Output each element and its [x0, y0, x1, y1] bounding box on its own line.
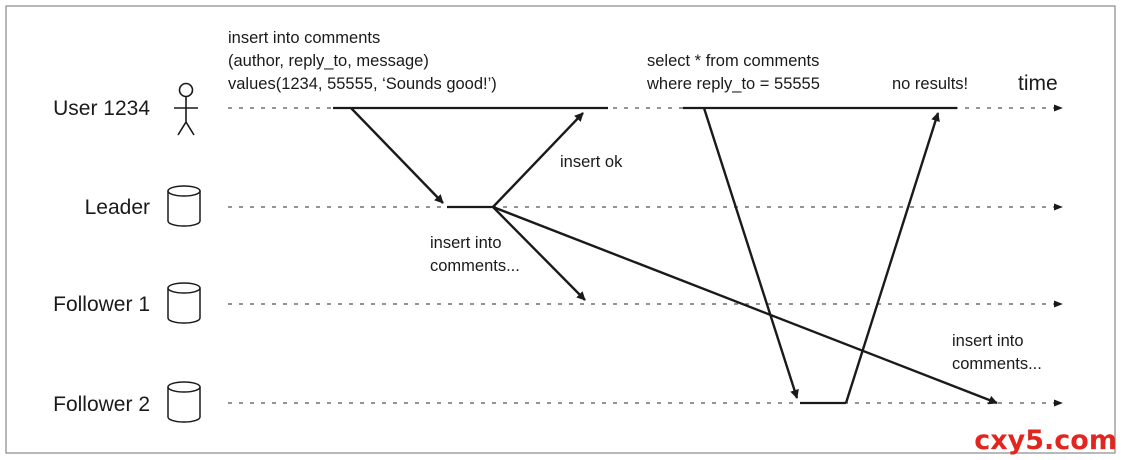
no-results-label: no results! — [892, 75, 968, 93]
read-response-arrow — [844, 112, 940, 404]
follower-2-database-icon — [167, 381, 201, 423]
insert-query-line: insert into comments — [228, 29, 380, 47]
replicate-follower-1-label: insert into comments... — [430, 234, 520, 275]
replicate-label-line: insert into — [430, 234, 502, 252]
person-icon — [174, 82, 198, 136]
read-request-arrow — [702, 107, 799, 399]
insert-query-text: insert into comments (author, reply_to, … — [228, 29, 497, 93]
watermark-text: cxy5.com — [974, 425, 1117, 456]
lane-label-user: User 1234 — [53, 97, 150, 120]
leader-database-icon — [167, 185, 201, 227]
replicate-follower-2-arrow — [492, 205, 998, 405]
time-axis-label: time — [1018, 72, 1058, 95]
select-query-text: select * from comments where reply_to = … — [646, 52, 824, 93]
replicate-label-line: comments... — [430, 257, 520, 275]
replicate-label-line: comments... — [952, 355, 1042, 373]
insert-ok-label: insert ok — [560, 153, 623, 171]
insert-query-line: (author, reply_to, message) — [228, 52, 429, 70]
diagram-frame — [5, 5, 1116, 454]
select-query-line: where reply_to = 55555 — [646, 75, 820, 93]
lane-label-leader: Leader — [85, 196, 150, 219]
write-request-arrow — [350, 107, 444, 204]
replicate-follower-1-arrow — [492, 206, 586, 301]
follower-1-database-icon — [167, 282, 201, 324]
replicate-follower-2-label: insert into comments... — [952, 332, 1042, 373]
insert-query-line: values(1234, 55555, ‘Sounds good!’) — [228, 75, 497, 93]
lane-label-follower-2: Follower 2 — [53, 393, 150, 416]
select-query-line: select * from comments — [647, 52, 819, 70]
lane-label-follower-1: Follower 1 — [53, 293, 150, 316]
insert-ok-arrow — [492, 112, 584, 208]
replicate-label-line: insert into — [952, 332, 1024, 350]
